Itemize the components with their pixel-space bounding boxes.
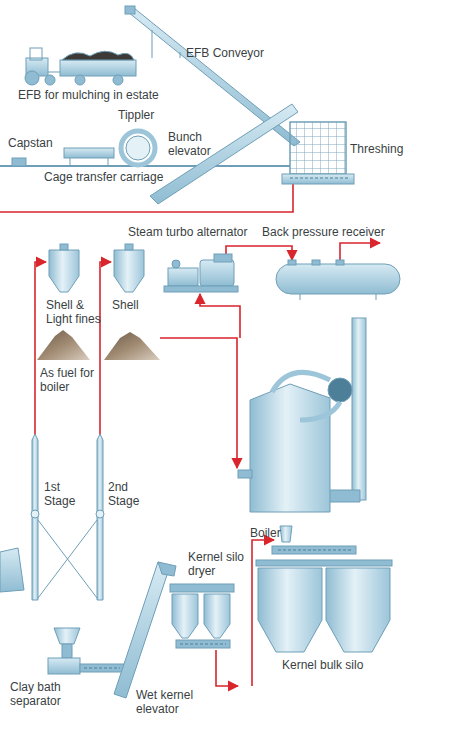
equipment-label: Capstan xyxy=(8,136,68,150)
equipment-label: Cage transfer carriage xyxy=(44,170,204,184)
equipment-label: Kernel bulk silo xyxy=(282,658,392,672)
equipment-label: 1st Stage xyxy=(44,480,84,508)
equipment-label: EFB Conveyor xyxy=(186,46,296,60)
equipment-label: Shell xyxy=(112,298,162,312)
equipment-label: Threshing xyxy=(350,142,430,156)
equipment-label: As fuel for boiler xyxy=(40,366,112,394)
equipment-label: Kernel silo dryer xyxy=(188,550,268,578)
equipment-label: Tippler xyxy=(118,108,178,122)
equipment-label: Back pressure receiver xyxy=(262,225,422,239)
equipment-label: EFB for mulching in estate xyxy=(18,88,198,102)
equipment-label: Shell & Light fines xyxy=(46,298,106,326)
equipment-label: Boiler xyxy=(250,526,310,540)
equipment-label: Clay bath separator xyxy=(10,680,90,708)
equipment-label: Steam turbo alternator xyxy=(128,225,278,239)
equipment-label: 2nd Stage xyxy=(108,480,148,508)
equipment-label: Bunch elevator xyxy=(168,130,238,158)
equipment-label: Wet kernel elevator xyxy=(136,688,216,716)
